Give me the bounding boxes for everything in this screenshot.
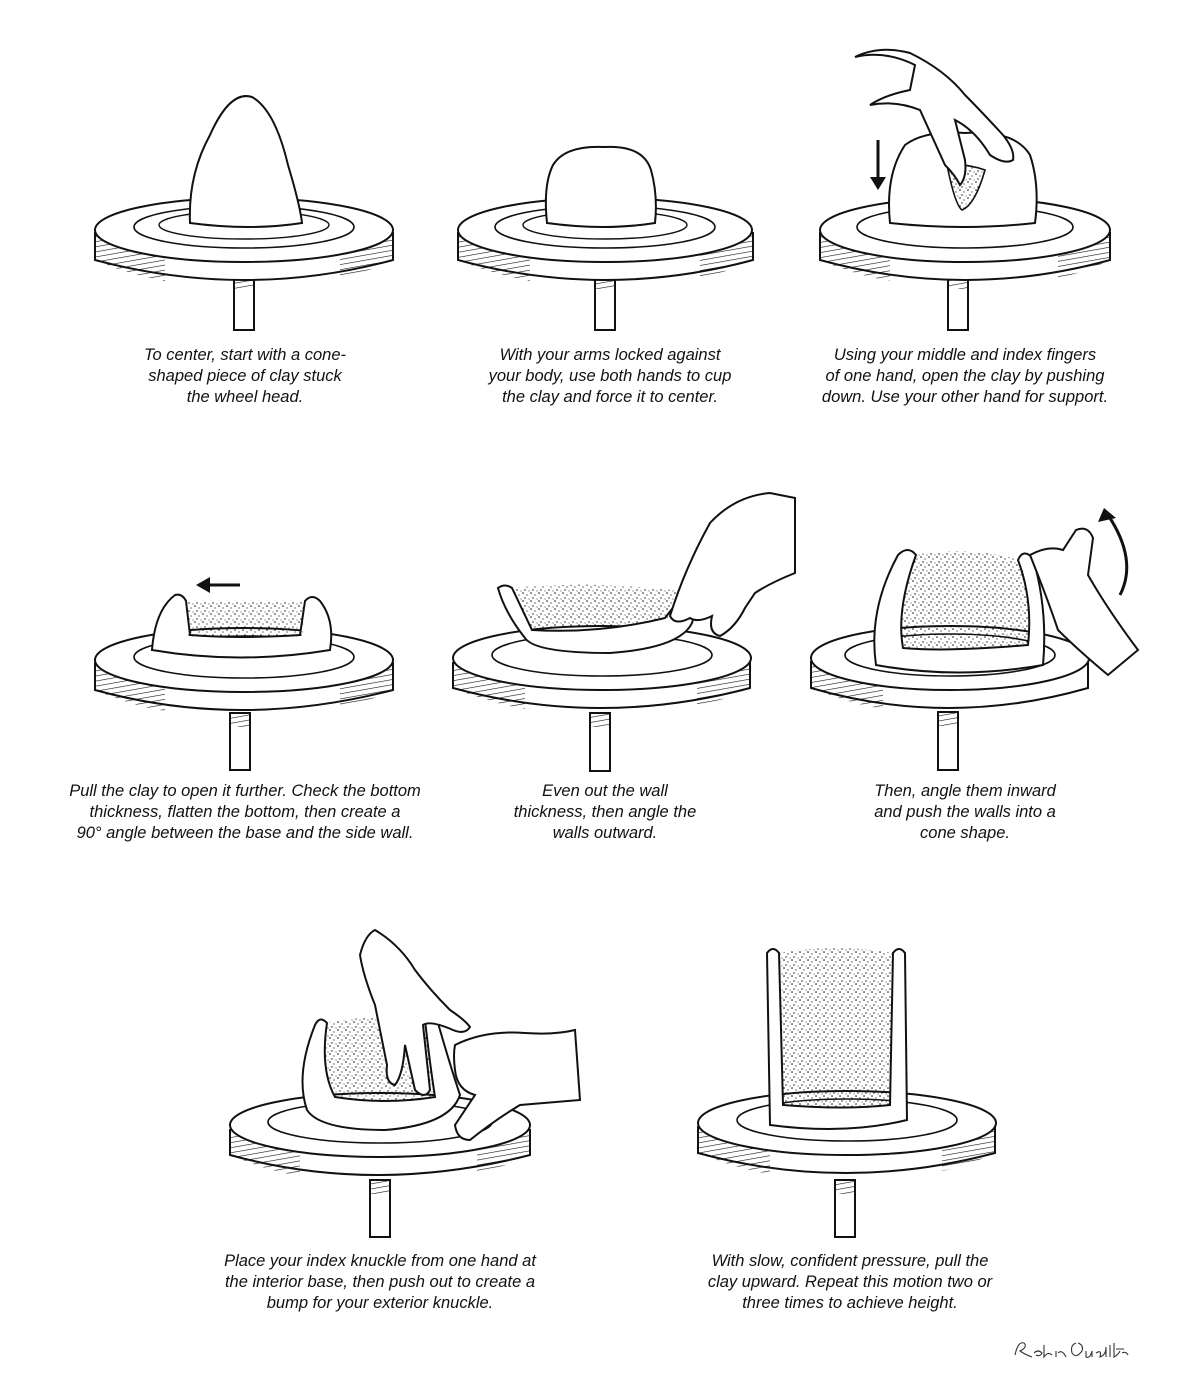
step-8-illustration (695, 935, 1005, 1240)
interior-hand (358, 928, 472, 1096)
wheel-shaft (229, 712, 251, 771)
clay-interior (510, 584, 688, 629)
clay-bowl (150, 593, 333, 659)
step-5-illustration (450, 488, 800, 775)
wheel-shaft (369, 1179, 391, 1238)
clay-interior (188, 601, 303, 637)
step-7-illustration (225, 925, 595, 1240)
step-4-illustration (90, 565, 400, 775)
clay-interior (901, 551, 1030, 650)
clay-interior (779, 948, 893, 1108)
step-2-illustration (455, 85, 765, 335)
left-arrow-icon (196, 577, 240, 593)
exterior-hand (453, 1028, 582, 1142)
supporting-hand (1028, 527, 1140, 677)
step-3-caption: Using your middle and index fingers of o… (821, 346, 1109, 406)
shaping-hand (668, 491, 796, 638)
wheel-head (452, 625, 752, 709)
wheel-head (94, 197, 394, 281)
step-6-caption: Then, angle them inward and push the wal… (874, 782, 1056, 842)
down-arrow-icon (870, 140, 886, 190)
step-3-illustration (815, 45, 1115, 335)
step-8-caption: With slow, confident pressure, pull the … (707, 1252, 993, 1312)
step-1-illustration (90, 85, 400, 335)
pushing-hand (854, 48, 1015, 187)
wheel-shaft (947, 274, 969, 331)
curved-up-arrow-icon (1098, 508, 1129, 596)
step-5-caption: Even out the wall thickness, then angle … (513, 782, 697, 842)
wheel-shaft (589, 712, 611, 772)
clay-cone (188, 95, 304, 228)
artist-signature (1010, 1333, 1130, 1363)
clay-cylinder (765, 948, 909, 1130)
wheel-shaft (834, 1179, 856, 1238)
wheel-shaft (233, 274, 255, 331)
step-1-caption: To center, start with a cone- shaped pie… (143, 346, 347, 406)
step-2-caption: With your arms locked against your body,… (488, 346, 732, 406)
wheel-shaft (594, 274, 616, 331)
wheel-shaft (937, 711, 959, 771)
clay-mound (544, 145, 657, 228)
wheel-head (457, 197, 754, 281)
step-4-caption: Pull the clay to open it further. Check … (69, 782, 421, 842)
step-7-caption: Place your index knuckle from one hand a… (224, 1252, 536, 1312)
step-6-illustration (808, 500, 1148, 775)
